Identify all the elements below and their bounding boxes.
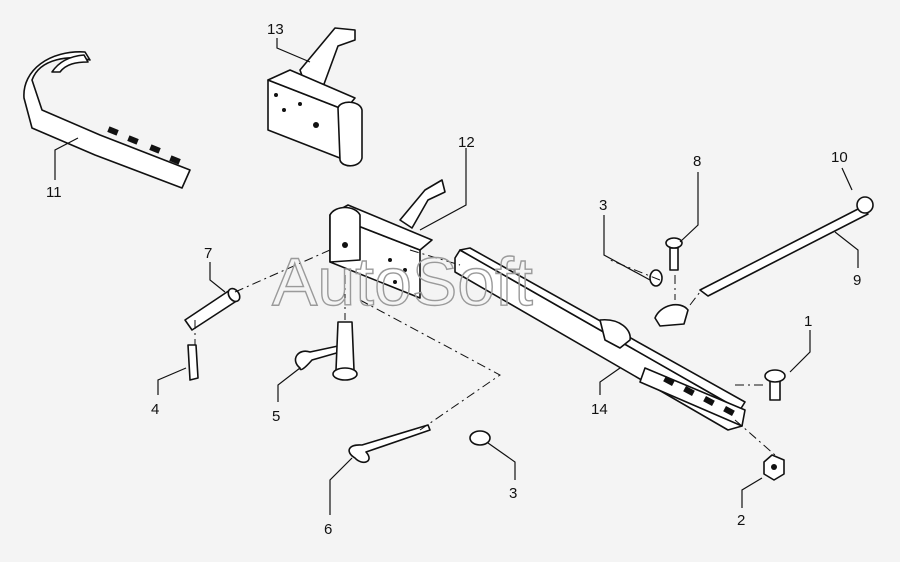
callout-6: 6 — [324, 521, 332, 538]
part-13-bracket — [267, 27, 363, 167]
part-4-spring-pin — [187, 344, 199, 381]
part-3-ring-lower — [469, 430, 491, 446]
part-2-nut — [763, 454, 785, 481]
callout-11: 11 — [46, 184, 62, 201]
assembly-lines — [194, 249, 776, 456]
callout-3-upper: 3 — [599, 197, 607, 214]
callout-7: 7 — [204, 245, 212, 262]
callout-1: 1 — [804, 313, 812, 330]
callout-9: 9 — [853, 272, 861, 289]
callout-12: 12 — [458, 134, 475, 151]
part-11-hook-bar — [23, 51, 191, 189]
callout-2: 2 — [737, 512, 745, 529]
part-5-hitch-clip — [294, 345, 341, 371]
callout-14: 14 — [591, 401, 608, 418]
callout-3-lower: 3 — [509, 485, 517, 502]
leader-lines — [54, 38, 859, 515]
part-8-bolt — [665, 237, 683, 271]
part-6-linchpin — [348, 424, 431, 464]
callout-8: 8 — [693, 153, 701, 170]
callout-10: 10 — [831, 149, 848, 166]
part-1-bolt — [764, 369, 786, 401]
part-9-chain — [699, 196, 874, 297]
clevis-link — [654, 303, 689, 327]
callout-5: 5 — [272, 408, 280, 425]
watermark-text: AutoSoft — [272, 244, 533, 320]
callout-13: 13 — [267, 21, 284, 38]
part-7-pin — [184, 287, 241, 331]
part-12-main-bracket — [329, 179, 446, 299]
callout-4: 4 — [151, 401, 159, 418]
drawbar-pin — [332, 321, 358, 381]
part-14-drawbar — [454, 247, 746, 431]
